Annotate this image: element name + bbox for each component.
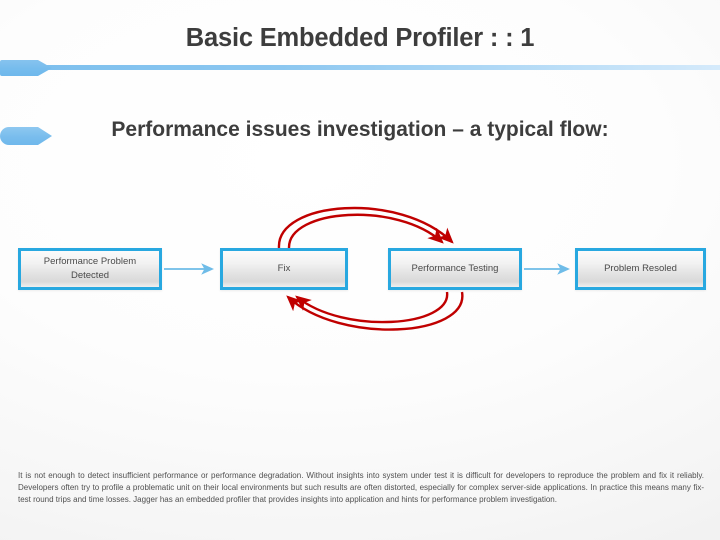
loop-arrow-fix-to-testing-outer xyxy=(277,206,454,249)
flow-box-label-line1: Problem Resoled xyxy=(604,263,677,275)
title-divider xyxy=(0,60,720,78)
flow-box-label-line1: Fix xyxy=(277,263,291,275)
loop-arrow-testing-to-fix-outer xyxy=(286,291,464,331)
flow-box-label-line1: Performance Problem xyxy=(43,256,137,268)
flow-connectors xyxy=(164,206,570,331)
loop-arrow-fix-to-testing-inner xyxy=(287,213,444,249)
flow-box-performance-testing[interactable]: Performance Testing xyxy=(388,248,522,290)
subtitle-row: Performance issues investigation – a typ… xyxy=(0,118,720,158)
flow-diagram: Performance Problem Detected Fix Perform… xyxy=(0,185,720,360)
flow-box-fix[interactable]: Fix xyxy=(220,248,348,290)
chevron-right-icon xyxy=(0,60,52,76)
loop-arrow-testing-to-fix-inner xyxy=(295,291,449,324)
bullet-arrow-icon xyxy=(0,127,52,145)
footer-note: It is not enough to detect insufficient … xyxy=(18,471,704,505)
flow-box-performance-problem-detected[interactable]: Performance Problem Detected xyxy=(18,248,162,290)
page-title: Basic Embedded Profiler : : 1 xyxy=(185,24,535,52)
subtitle-text: Performance issues investigation – a typ… xyxy=(111,118,609,141)
flow-box-label-line2: Detected xyxy=(70,270,110,281)
flow-box-problem-resolved[interactable]: Problem Resoled xyxy=(575,248,706,290)
title-divider-line xyxy=(46,65,720,70)
flow-box-label-line1: Performance Testing xyxy=(411,263,499,275)
